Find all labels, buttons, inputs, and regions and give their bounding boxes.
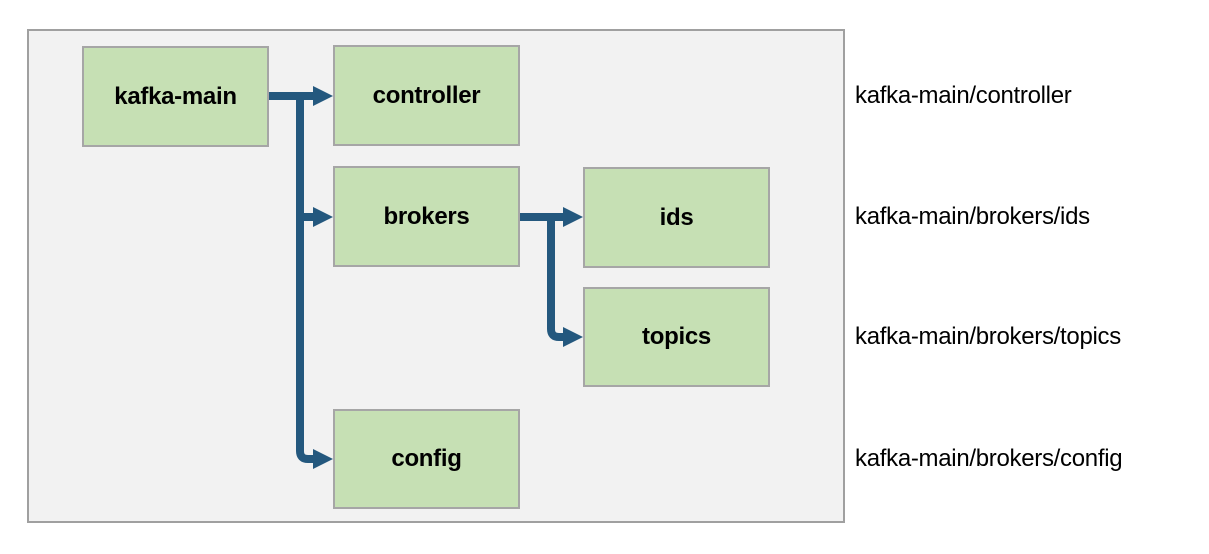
node-kafka-main: kafka-main [82,46,269,147]
node-config: config [333,409,520,509]
path-label-controller: kafka-main/controller [855,82,1072,109]
node-controller: controller [333,45,520,146]
node-topics-label: topics [642,323,711,350]
node-config-label: config [391,445,462,472]
path-label-brokers-topics: kafka-main/brokers/topics [855,323,1121,350]
node-ids-label: ids [659,203,694,231]
node-kafka-main-label: kafka-main [114,82,237,110]
node-brokers-label: brokers [383,202,470,230]
node-controller-label: controller [372,81,481,109]
node-ids: ids [583,167,770,268]
path-label-brokers-config: kafka-main/brokers/config [855,445,1123,472]
node-brokers: brokers [333,166,520,267]
path-label-brokers-ids: kafka-main/brokers/ids [855,203,1090,230]
node-topics: topics [583,287,770,387]
